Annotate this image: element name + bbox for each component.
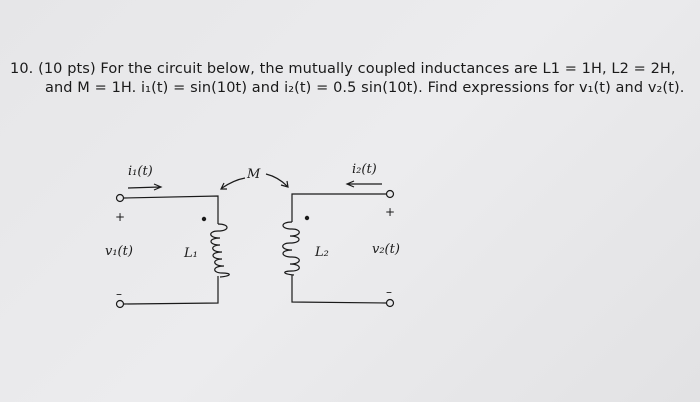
arrow-i1 xyxy=(127,183,163,191)
label-l2: L₂ xyxy=(314,245,329,260)
terminal-v2-minus xyxy=(385,298,395,308)
label-v1: v₁(t) xyxy=(105,244,133,259)
terminal-v1-minus xyxy=(115,299,125,309)
dot-l2 xyxy=(304,215,310,221)
arrow-m-right xyxy=(265,173,289,188)
inductor-l1-coil xyxy=(210,223,230,278)
label-l1: L₁ xyxy=(183,246,198,261)
v2-minus-sign: – xyxy=(386,285,392,299)
label-m: M xyxy=(246,167,261,182)
label-i2: i₂(t) xyxy=(352,162,377,177)
wire-right xyxy=(291,193,387,304)
terminal-v2-plus xyxy=(385,189,395,199)
problem-number: 10. xyxy=(10,61,34,77)
problem-line-2: and M = 1H. i₁(t) = sin(10t) and i₂(t) =… xyxy=(45,80,685,96)
label-i1: i₁(t) xyxy=(128,164,153,179)
v1-plus-sign: + xyxy=(115,210,125,224)
v2-plus-sign: + xyxy=(385,205,395,219)
arrow-m-left xyxy=(220,177,246,190)
problem-statement: 10. (10 pts) For the circuit below, the … xyxy=(10,60,684,98)
dot-l1 xyxy=(201,216,207,222)
v1-minus-sign: – xyxy=(116,287,122,301)
terminal-v1-plus xyxy=(115,193,125,203)
inductor-l2-coil xyxy=(282,221,300,276)
label-v2: v₂(t) xyxy=(372,242,400,257)
problem-line-1: 10. (10 pts) For the circuit below, the … xyxy=(10,61,676,77)
wire-left xyxy=(123,195,219,305)
arrow-i2 xyxy=(345,180,382,188)
